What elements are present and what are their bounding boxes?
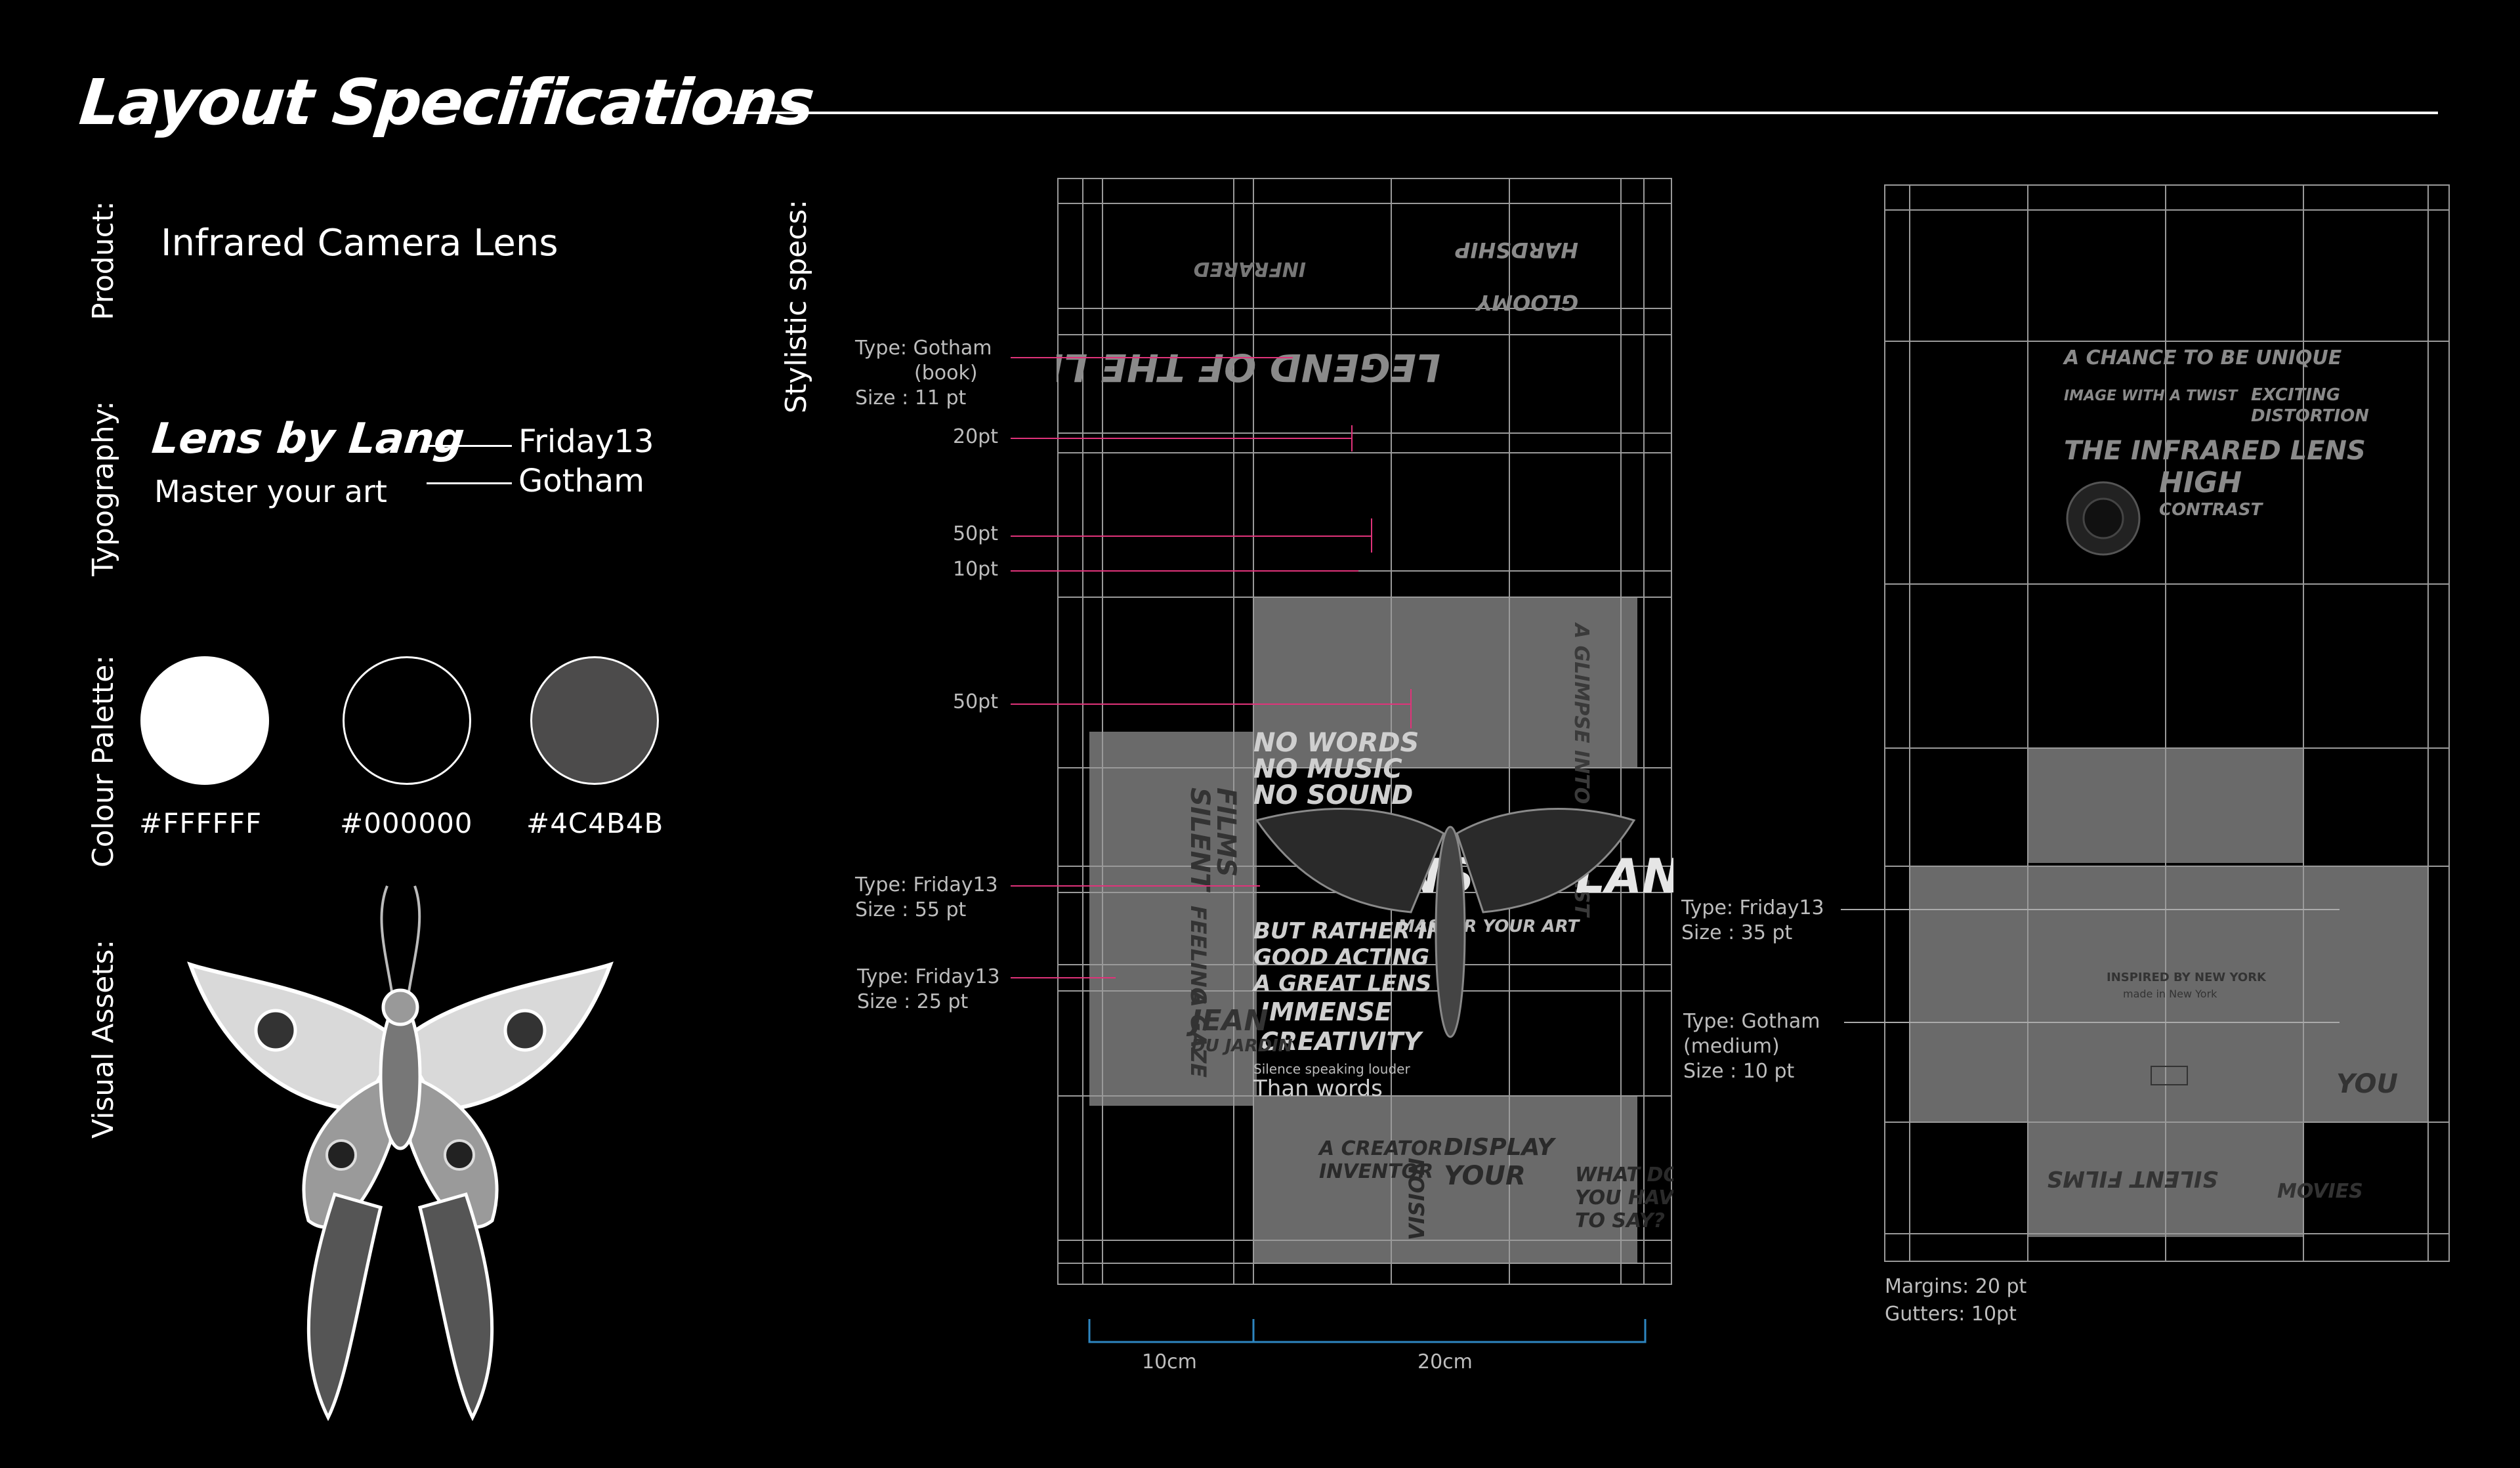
palette-label: Colour Palette: bbox=[87, 655, 120, 868]
brand-sub-text: MASTER YOUR ART bbox=[1398, 917, 1580, 936]
no-sound-text: NO SOUND bbox=[1253, 780, 1413, 810]
infrared-text: INFRARED bbox=[1193, 257, 1306, 280]
high-text: HIGH bbox=[2159, 466, 2242, 499]
feeling-text: FEELING bbox=[1186, 906, 1211, 1005]
spec-right-g-type: Type: Gotham bbox=[1683, 1010, 1820, 1033]
spec-gotham-type: Type: Gotham bbox=[855, 337, 992, 360]
spec-margin-50b: 50pt bbox=[953, 690, 998, 713]
spec-f13b-type: Type: Friday13 bbox=[857, 965, 1000, 988]
inspired-text: INSPIRED BY NEW YORK bbox=[2107, 971, 2267, 984]
panel-bottom-flap bbox=[1253, 1096, 1637, 1263]
dieline-back: A CHANCE TO BE UNIQUE IMAGE WITH A TWIST… bbox=[1884, 184, 2450, 1262]
inventor-text: INVENTOR bbox=[1319, 1160, 1433, 1183]
your-text: YOUR bbox=[1444, 1161, 1526, 1191]
jean-text: JEAN bbox=[1186, 1004, 1268, 1038]
spec-margin-50a: 50pt bbox=[953, 522, 998, 545]
infrared-lens-text: THE INFRARED LENS bbox=[2064, 436, 2366, 466]
immense-text: IMMENSE bbox=[1260, 997, 1392, 1026]
product-value: Infrared Camera Lens bbox=[161, 222, 558, 264]
good-acting-text: GOOD ACTING bbox=[1253, 944, 1429, 971]
silent-films-text: SILENT FILMS bbox=[2047, 1165, 2218, 1192]
creativity-text: CREATIVITY bbox=[1260, 1027, 1423, 1056]
to-say-text: TO SAY? bbox=[1575, 1209, 1665, 1232]
spec-right-leader bbox=[1844, 1022, 2340, 1023]
font-name-display: Friday13 bbox=[518, 423, 654, 460]
font-name-body: Gotham bbox=[518, 463, 644, 499]
hex-white: #FFFFFF bbox=[139, 807, 262, 839]
display-text: DISPLAY bbox=[1444, 1134, 1557, 1161]
spec-right-f13-size: Size : 35 pt bbox=[1681, 921, 1793, 944]
panel-side bbox=[1089, 732, 1257, 1106]
but-rather-text: BUT RATHER IN bbox=[1253, 918, 1445, 944]
chance-text: A CHANCE TO BE UNIQUE bbox=[2063, 346, 2342, 369]
spec-f13b-size: Size : 25 pt bbox=[857, 990, 969, 1013]
font-leader-line bbox=[427, 445, 512, 447]
hex-black: #000000 bbox=[340, 807, 473, 839]
spec-right-g-weight: (medium) bbox=[1683, 1035, 1780, 1058]
silence-text: Silence speaking louder bbox=[1253, 1061, 1410, 1077]
page-title: Layout Specifications bbox=[76, 66, 817, 139]
assets-label: Visual Assets: bbox=[87, 939, 120, 1139]
du-jardin-text: DU JARDIN bbox=[1191, 1036, 1293, 1056]
barcode-icon bbox=[2151, 1066, 2188, 1085]
made-in-text: made in New York bbox=[2123, 988, 2217, 1000]
spec-margin-10: 10pt bbox=[953, 558, 998, 581]
gaze-text: A GAZE bbox=[1186, 989, 1211, 1078]
no-music-text: NO MUSIC bbox=[1253, 754, 1402, 784]
creator-text: A CREATOR bbox=[1318, 1137, 1443, 1160]
gloomy-text: GLOOMY bbox=[1475, 290, 1578, 315]
spec-right-g-size: Size : 10 pt bbox=[1683, 1060, 1795, 1083]
dimension-10cm: 10cm bbox=[1142, 1351, 1197, 1374]
films-text: FILMS bbox=[1211, 787, 1241, 877]
contrast-text: CONTRAST bbox=[2159, 500, 2264, 520]
spec-f13a-size: Size : 55 pt bbox=[855, 898, 967, 921]
dieline-front: LEGEND OF THE LENS INFRARED GLOOMY HARDS… bbox=[1057, 178, 1673, 1343]
no-words-text: NO WORDS bbox=[1253, 728, 1419, 758]
than-words-text: Than words bbox=[1253, 1076, 1383, 1102]
legend-text: LEGEND OF THE LENS bbox=[1057, 345, 1440, 390]
twist-text: IMAGE WITH A TWIST bbox=[2064, 388, 2238, 404]
distortion-text: DISTORTION bbox=[2251, 406, 2369, 426]
hex-grey: #4C4B4B bbox=[526, 807, 664, 839]
exciting-text: EXCITING bbox=[2251, 385, 2340, 405]
spec-right-f13-type: Type: Friday13 bbox=[1681, 896, 1824, 919]
silent-text: SILENT bbox=[1185, 787, 1215, 892]
hardship-text: HARDSHIP bbox=[1455, 238, 1578, 262]
panel-top-flap bbox=[1253, 597, 1637, 768]
vision-text: VISION bbox=[1404, 1158, 1429, 1240]
spec-leader-lines bbox=[1011, 357, 1412, 978]
tagline-sample: Master your art bbox=[154, 474, 387, 509]
you-have-text: YOU HAVE bbox=[1575, 1186, 1673, 1209]
spec-gotham-size: Size : 11 pt bbox=[855, 387, 967, 409]
moth-illustration-icon bbox=[187, 885, 614, 1421]
spec-f13a-type: Type: Friday13 bbox=[855, 873, 998, 896]
movies-text: MOVIES bbox=[2277, 1180, 2363, 1203]
brand-sample: Lens by Lang bbox=[150, 415, 467, 463]
title-underline bbox=[722, 112, 2438, 114]
what-do-text: WHAT DO bbox=[1575, 1164, 1673, 1186]
spec-gutters: Gutters: 10pt bbox=[1885, 1303, 2017, 1326]
spec-margin-20: 20pt bbox=[953, 425, 998, 448]
product-label: Product: bbox=[87, 201, 120, 320]
font-leader-line bbox=[427, 482, 512, 484]
you-text: YOU bbox=[2336, 1069, 2398, 1099]
spec-margins: Margins: 20 pt bbox=[1885, 1275, 2027, 1298]
dimension-20cm: 20cm bbox=[1418, 1351, 1473, 1374]
swatch-white bbox=[140, 656, 269, 785]
great-lens-text: A GREAT LENS bbox=[1251, 971, 1431, 997]
spec-right-leader bbox=[1841, 909, 2340, 910]
spec-gotham-weight: (book) bbox=[914, 362, 978, 385]
typography-label: Typography: bbox=[87, 400, 120, 576]
swatch-black bbox=[343, 656, 471, 785]
stylistic-label: Stylistic specs: bbox=[780, 199, 813, 413]
swatch-grey bbox=[530, 656, 659, 785]
